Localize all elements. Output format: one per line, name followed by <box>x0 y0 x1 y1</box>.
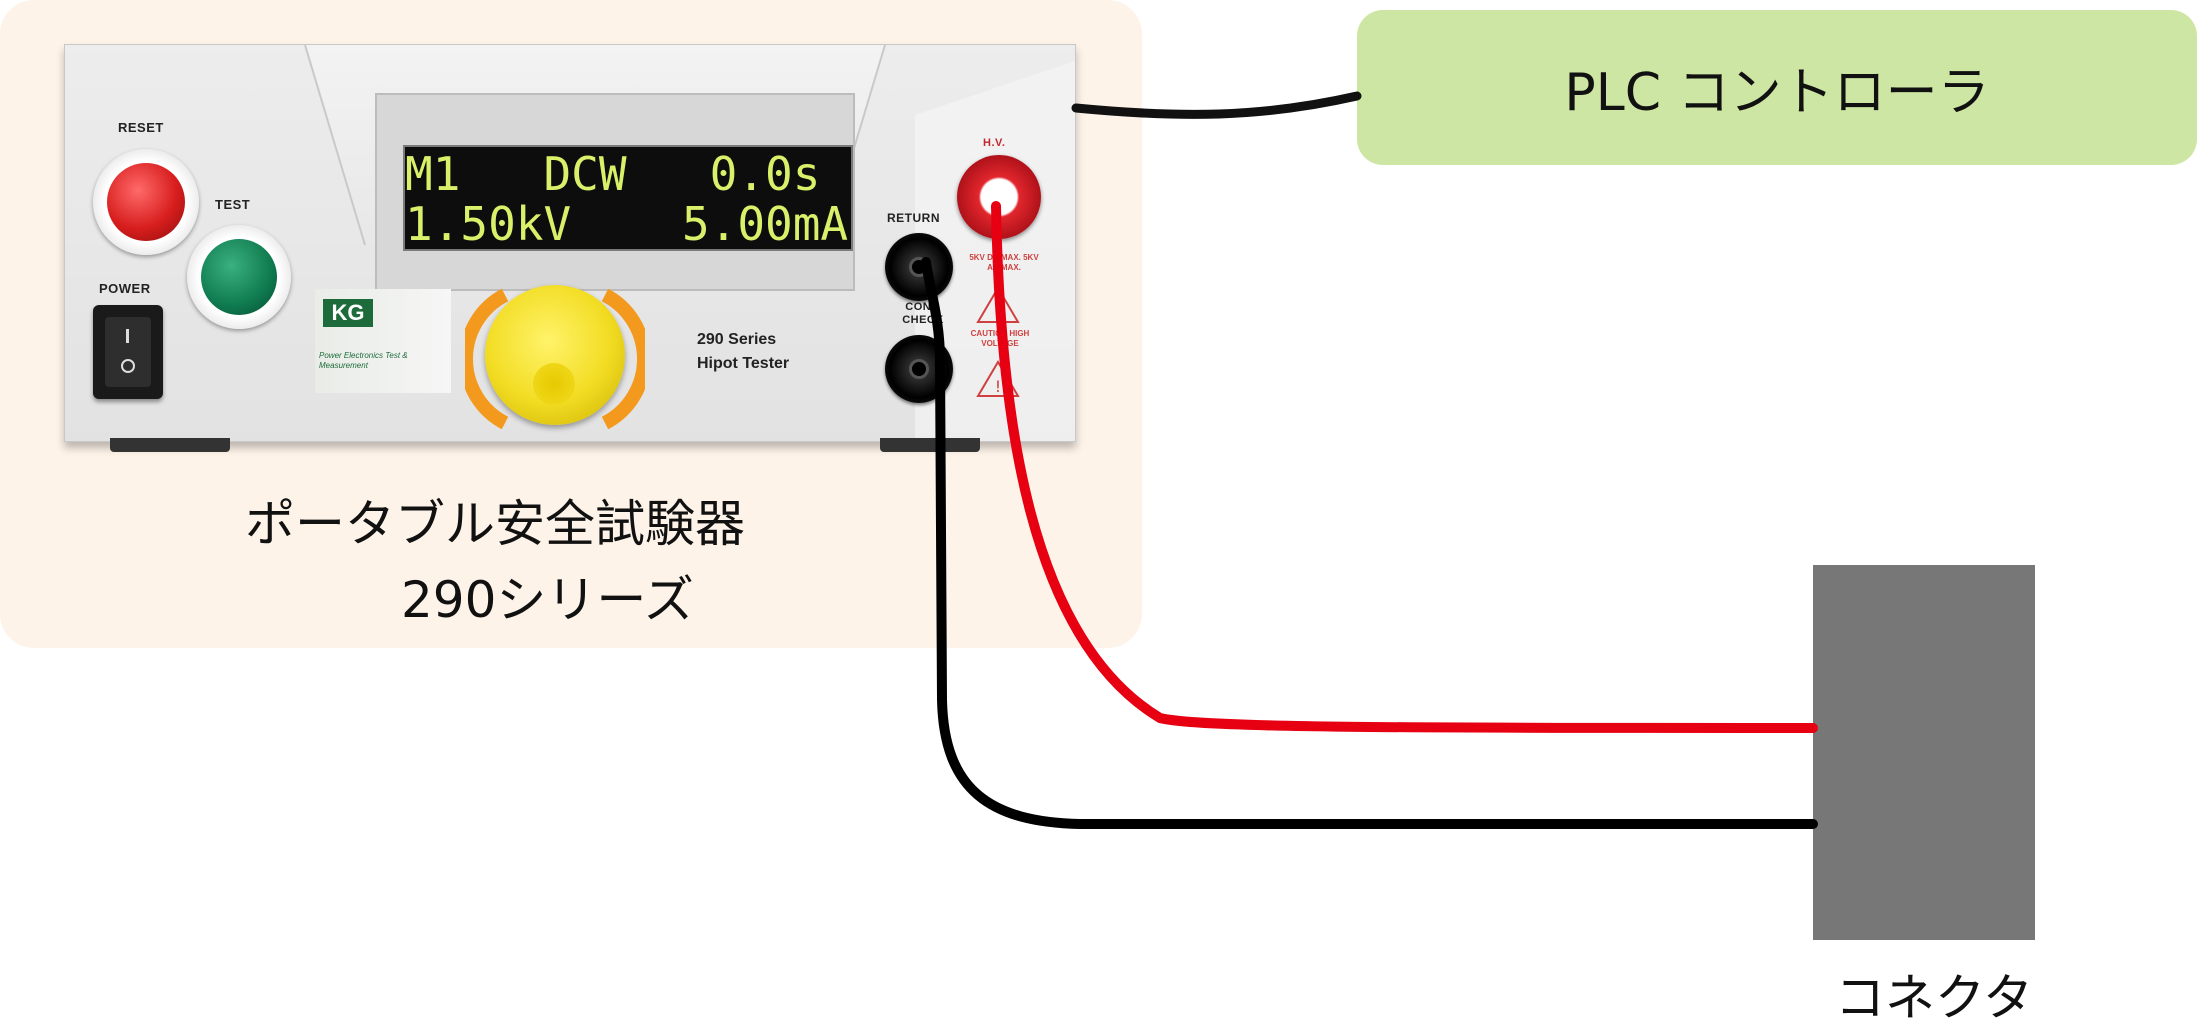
device-foot-left <box>110 438 230 452</box>
power-switch-rocker <box>105 317 151 387</box>
test-button-lamp <box>201 239 277 315</box>
brand-logo: KG <box>323 299 373 327</box>
tester-caption-line1: ポータブル安全試験器 <box>245 495 745 553</box>
power-off-mark <box>121 359 135 373</box>
hv-label: H.V. <box>983 137 1006 149</box>
lcd-line-2: 1.50kV 5.00mA <box>405 197 849 251</box>
device-foot-right <box>880 438 980 452</box>
test-button[interactable] <box>187 225 291 329</box>
brand-plate: KG Power Electronics Test & Measurement <box>315 289 451 393</box>
plc-controller-label: PLC コントローラ <box>1564 63 1990 123</box>
brand-tagline: Power Electronics Test & Measurement <box>319 351 408 370</box>
tester-caption-line2: 290シリーズ <box>401 571 694 629</box>
red-hv-wire <box>991 201 1818 733</box>
knob-arc <box>465 288 645 430</box>
adjust-knob[interactable] <box>485 285 625 425</box>
black-return-wire <box>921 257 1818 829</box>
reset-button[interactable] <box>93 149 199 255</box>
series-label: 290 Series <box>697 331 777 348</box>
hv-rating-label: 5KV DC MAX. 5KV AC MAX. <box>969 253 1039 272</box>
connector-box <box>1813 565 2035 940</box>
hipot-tester-device: RESET TEST POWER M1 DCW 0.0s 1.50kV 5.00… <box>64 44 1076 442</box>
display-bezel: M1 DCW 0.0s 1.50kV 5.00mA <box>375 93 855 291</box>
lcd-line-1: M1 DCW 0.0s <box>405 147 821 201</box>
reset-label: RESET <box>118 120 164 135</box>
power-on-mark <box>126 329 129 343</box>
return-label: RETURN <box>887 211 940 225</box>
reset-button-lamp <box>107 163 185 241</box>
power-switch[interactable] <box>93 305 163 399</box>
svg-text:!: ! <box>995 377 1001 396</box>
plc-controller-box: PLC コントローラ <box>1357 10 2197 165</box>
power-label: POWER <box>99 281 151 296</box>
test-label: TEST <box>215 197 251 212</box>
model-label: Hipot Tester <box>697 355 790 372</box>
lcd-screen: M1 DCW 0.0s 1.50kV 5.00mA <box>403 145 853 251</box>
plc-cable <box>1071 91 1362 119</box>
connector-label: コネクタ <box>1835 969 2033 1027</box>
knob-grip <box>533 363 575 405</box>
